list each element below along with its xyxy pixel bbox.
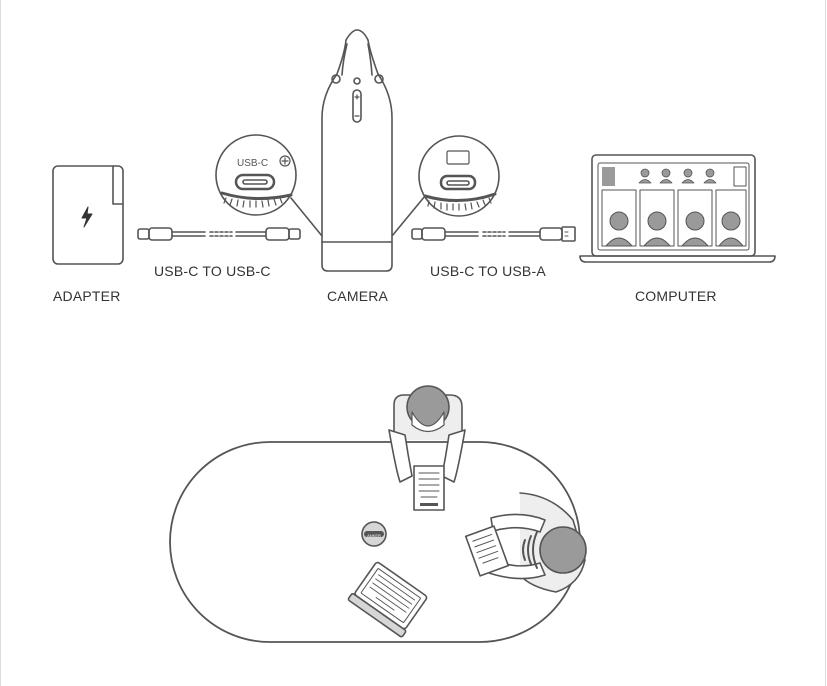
lightning-icon [81, 206, 93, 228]
computer-device [579, 154, 776, 263]
usb-c-port-zoom [215, 134, 297, 216]
person-top [388, 385, 466, 511]
camera-device [321, 29, 393, 272]
zoom-leader-left [290, 197, 323, 237]
cable-right-label: USB-C TO USB-A [430, 263, 546, 279]
camera-on-table [361, 521, 387, 547]
screen-icon [446, 150, 470, 165]
power-plus-icon [279, 155, 291, 167]
usb-c-to-usb-c-cable [137, 227, 301, 241]
usb-c-port-icon [234, 173, 276, 191]
zoom-leader-right [391, 195, 426, 237]
meeting-table-scene [169, 385, 587, 643]
participant-tiles [601, 189, 747, 247]
camera-base-text: ANKER [367, 533, 381, 538]
sound-waves-icon [522, 531, 538, 569]
mini-participant-row [638, 168, 717, 184]
cable-left-label: USB-C TO USB-C [154, 263, 271, 279]
usb-a-port-icon [439, 174, 477, 191]
right-border [825, 0, 826, 686]
usb-c-port-label: USB-C [237, 158, 268, 169]
left-border [0, 0, 1, 686]
adapter-device [52, 165, 124, 265]
camera-label: CAMERA [327, 288, 389, 304]
usb-c-to-usb-a-cable [411, 226, 576, 242]
computer-label: COMPUTER [635, 288, 717, 304]
adapter-label: ADAPTER [53, 288, 121, 304]
usb-a-port-zoom [418, 135, 500, 217]
person-right [464, 492, 587, 593]
laptop-on-table [347, 561, 428, 638]
